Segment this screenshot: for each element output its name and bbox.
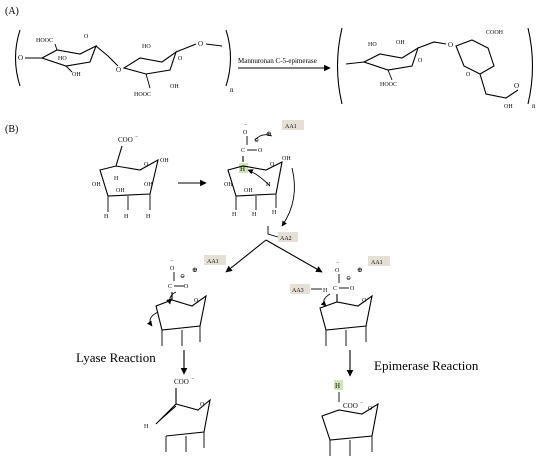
h-b4: H (144, 424, 149, 430)
ring-o-b4: O (200, 402, 205, 408)
ho-1: HO (58, 56, 67, 62)
epimerase-reaction-label: Epimerase Reaction (374, 358, 479, 373)
o-minus-2: − (244, 122, 247, 128)
coo-minus-1: − (135, 134, 138, 140)
epimerase-arrow: Mannuronan C-5-epimerase (238, 57, 331, 72)
oh-2: OH (170, 84, 179, 90)
arrow-to-lyase (225, 239, 267, 273)
aa2-box (278, 232, 298, 242)
h-b2d: H (272, 210, 277, 216)
lyase-product: COO − O H (144, 376, 211, 452)
ho-3: HO (368, 42, 377, 48)
o-circ-minus-3: ⊖ (180, 274, 185, 280)
o-link-5: O (514, 82, 519, 90)
oh-1: OH (72, 72, 81, 78)
o-circ-minus-2: ⊖ (254, 138, 259, 144)
ring-o-4: O (466, 72, 471, 78)
oh-b1b: OH (92, 182, 101, 188)
o-minus-3: − (170, 258, 173, 264)
oh-b1c: OH (116, 188, 125, 194)
plus-5: ⊕ (357, 266, 363, 274)
o-top-5: O (335, 268, 340, 274)
h-b1d: H (146, 214, 151, 220)
o-top-3: O (170, 266, 175, 272)
h-alpha-2: H (240, 165, 245, 173)
h-b1a: H (114, 176, 119, 182)
o-link-2: O (116, 66, 121, 74)
repeat-n-right: n (532, 102, 536, 110)
panel-b-label: (B) (5, 124, 18, 135)
aa2-label: AA2 (280, 236, 292, 242)
aa1-label-2: AA1 (285, 124, 297, 130)
highlight-h-2 (239, 163, 248, 173)
o-link-3: O (198, 40, 203, 48)
lyase-reaction-label: Lyase Reaction (76, 350, 156, 365)
highlight-h-6 (334, 380, 343, 390)
enzyme-substrate-complex: − O C O ⊖ ⊕ AA1 H O OH OH OH H H H H AA2 (224, 120, 304, 242)
h-b1c: H (124, 214, 129, 220)
ring-o-3: O (418, 58, 423, 64)
c-5: C (333, 286, 337, 292)
h-epimer-6: H (335, 382, 340, 390)
o-right-5: O (350, 286, 355, 292)
oh-b2c: OH (244, 188, 253, 194)
oh-b2b: OH (224, 182, 233, 188)
h-b2b: H (232, 212, 237, 218)
h-b2c: H (252, 212, 257, 218)
o-right-2: O (258, 148, 263, 154)
panel-a-label: (A) (5, 6, 19, 17)
aa3-box (290, 284, 310, 294)
polymer-left: n O HOOC O HO OH O HO HOOC OH O O (14, 29, 234, 98)
ring-o-b6: O (368, 406, 373, 412)
cooh-4: COOH (486, 30, 504, 36)
plus-3: ⊕ (192, 266, 198, 274)
oh-b1a: OH (160, 158, 169, 164)
ring-o-1: O (84, 34, 89, 40)
hooc-1: HOOC (36, 38, 53, 44)
hooc-3: HOOC (380, 82, 397, 88)
arrow-to-epimerase (265, 239, 323, 273)
h-b1b: H (104, 214, 109, 220)
oh-b1d: OH (144, 182, 153, 188)
aa1-box-3 (204, 255, 226, 265)
hooc-2: HOOC (134, 92, 151, 98)
ring-o-b2: O (270, 162, 275, 168)
coo-1: COO (118, 136, 133, 144)
aa1-label-5: AA1 (371, 260, 383, 266)
oh-3: OH (396, 40, 405, 46)
o-top-2: O (243, 130, 248, 136)
oh-b2a: OH (282, 156, 291, 162)
o-link-4: O (448, 41, 453, 49)
o-minus-5: − (336, 260, 339, 266)
aa3-label: AA3 (292, 288, 304, 294)
o-right-3: O (184, 284, 189, 290)
coo-minus-4: − (191, 376, 194, 382)
lyase-intermediate: − O C O ⊖ ⊕ AA1 O (146, 255, 226, 346)
ring-o-b3: O (194, 298, 199, 304)
ring-o-b1: O (144, 162, 149, 168)
ring-o-b5: O (362, 298, 367, 304)
substrate-structure: COO − O OH H OH OH OH H H H (92, 134, 169, 220)
enzyme-label: Mannuronan C-5-epimerase (238, 57, 317, 65)
o-link-1: O (18, 54, 23, 62)
oh-4: OH (504, 104, 513, 110)
aa1-box-2 (282, 120, 304, 130)
coo-6: COO (343, 402, 358, 410)
epimerase-product: H COO − O (321, 380, 379, 456)
plus-2: ⊕ (266, 130, 272, 138)
c-3: C (168, 284, 172, 290)
ring-o-2: O (178, 56, 183, 62)
c-2: C (241, 148, 245, 154)
polymer-right: n HO OH HOOC O O COOH O OH O (337, 27, 536, 110)
ho-2: HO (142, 44, 151, 50)
epimerase-intermediate: − O C O ⊖ ⊕ AA1 AA3 H O (290, 256, 390, 346)
aa1-box-5 (368, 256, 390, 266)
o-circ-minus-5: ⊖ (346, 276, 351, 282)
coo-4: COO (174, 378, 189, 386)
aa1-label-3: AA1 (207, 259, 219, 265)
h-transfer-5: H (323, 288, 328, 294)
repeat-n-left: n (230, 86, 234, 94)
coo-minus-6: − (360, 400, 363, 406)
